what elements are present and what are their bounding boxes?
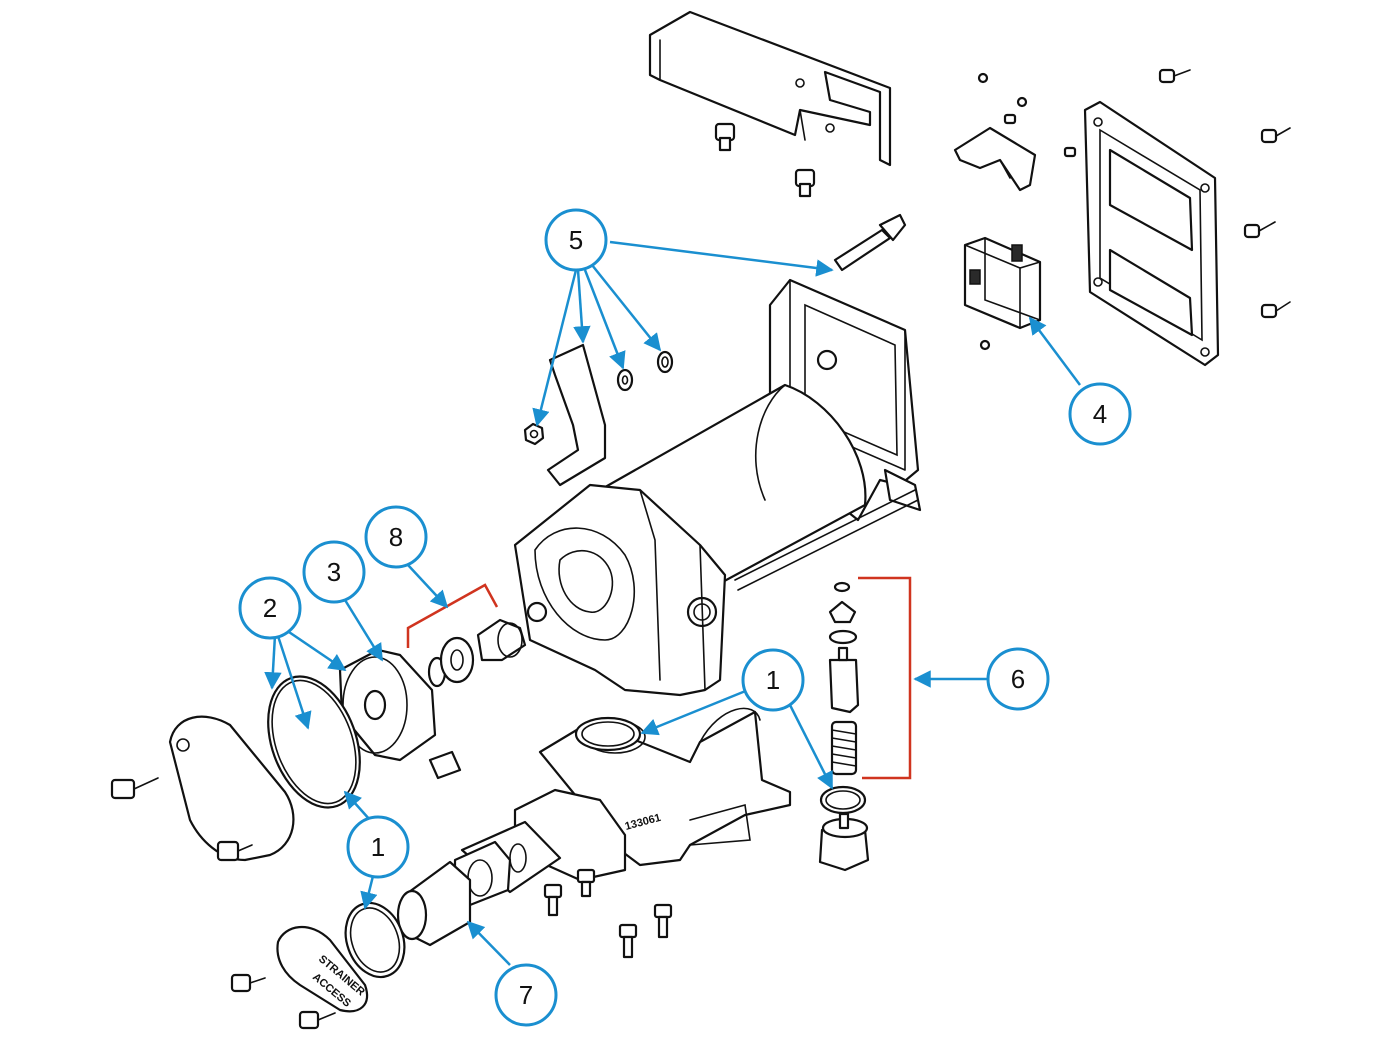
bolt [216,840,253,862]
callout-2[interactable]: 2 [238,576,302,640]
shaft-seal [476,618,527,662]
pump-head-body [513,483,727,697]
vane [428,750,462,780]
callout-6[interactable]: 6 [986,647,1050,711]
callout-label: 1 [766,665,780,695]
strainer-housing: 133061 [460,788,662,894]
callout-label: 4 [1093,399,1107,429]
callout-1-manifold[interactable]: 1 [741,648,805,712]
callout-1-cover[interactable]: 1 [346,815,410,879]
pump-cover-plate [168,715,295,862]
screw [1158,68,1191,84]
callout-4[interactable]: 4 [1068,382,1132,446]
junction-cover-plate [1083,100,1220,367]
screw [1260,127,1291,144]
strainer-basket [396,860,472,947]
callout-3[interactable]: 3 [302,540,366,604]
bolt [714,122,736,152]
bolt [576,868,596,898]
small-screw [1003,113,1017,125]
valve-spider [828,600,857,624]
mounting-bracket [648,10,892,167]
callout-label: 8 [389,522,403,552]
small-screw [977,72,989,84]
switch-bracket [953,126,1037,192]
seal-washer [439,636,475,684]
valve-clip [833,581,851,593]
screw [1260,301,1291,319]
bolt [110,777,159,800]
lock-washer [616,368,634,392]
terminal-stud [833,213,907,272]
bolt [794,168,816,198]
flat-washer [656,350,674,374]
callout-5[interactable]: 5 [544,208,608,272]
valve-o-ring [819,785,867,815]
terminal-plate [546,343,607,487]
callout-label: 5 [569,225,583,255]
callout-8[interactable]: 8 [364,505,428,569]
bolt [653,903,673,939]
callout-label: 7 [519,980,533,1010]
bolt [618,923,638,959]
small-screw [1063,146,1077,158]
callout-label: 1 [371,832,385,862]
callout-label: 6 [1011,664,1025,694]
circuit-breaker [963,236,1042,330]
callout-label: 3 [327,557,341,587]
valve-poppet [828,646,860,714]
hex-nut [523,422,545,446]
bolt [230,973,266,993]
valve-disc [828,629,858,645]
kit-bracket-6 [858,576,912,780]
outlet-gasket [574,716,642,752]
valve-spring [830,720,858,776]
callout-7[interactable]: 7 [494,963,558,1027]
small-screw [1016,96,1028,108]
bolt [543,883,563,917]
bolt [298,1010,336,1030]
small-screw [979,339,991,351]
screw [1243,221,1276,239]
callout-label: 2 [263,593,277,623]
valve-plug [818,812,870,872]
